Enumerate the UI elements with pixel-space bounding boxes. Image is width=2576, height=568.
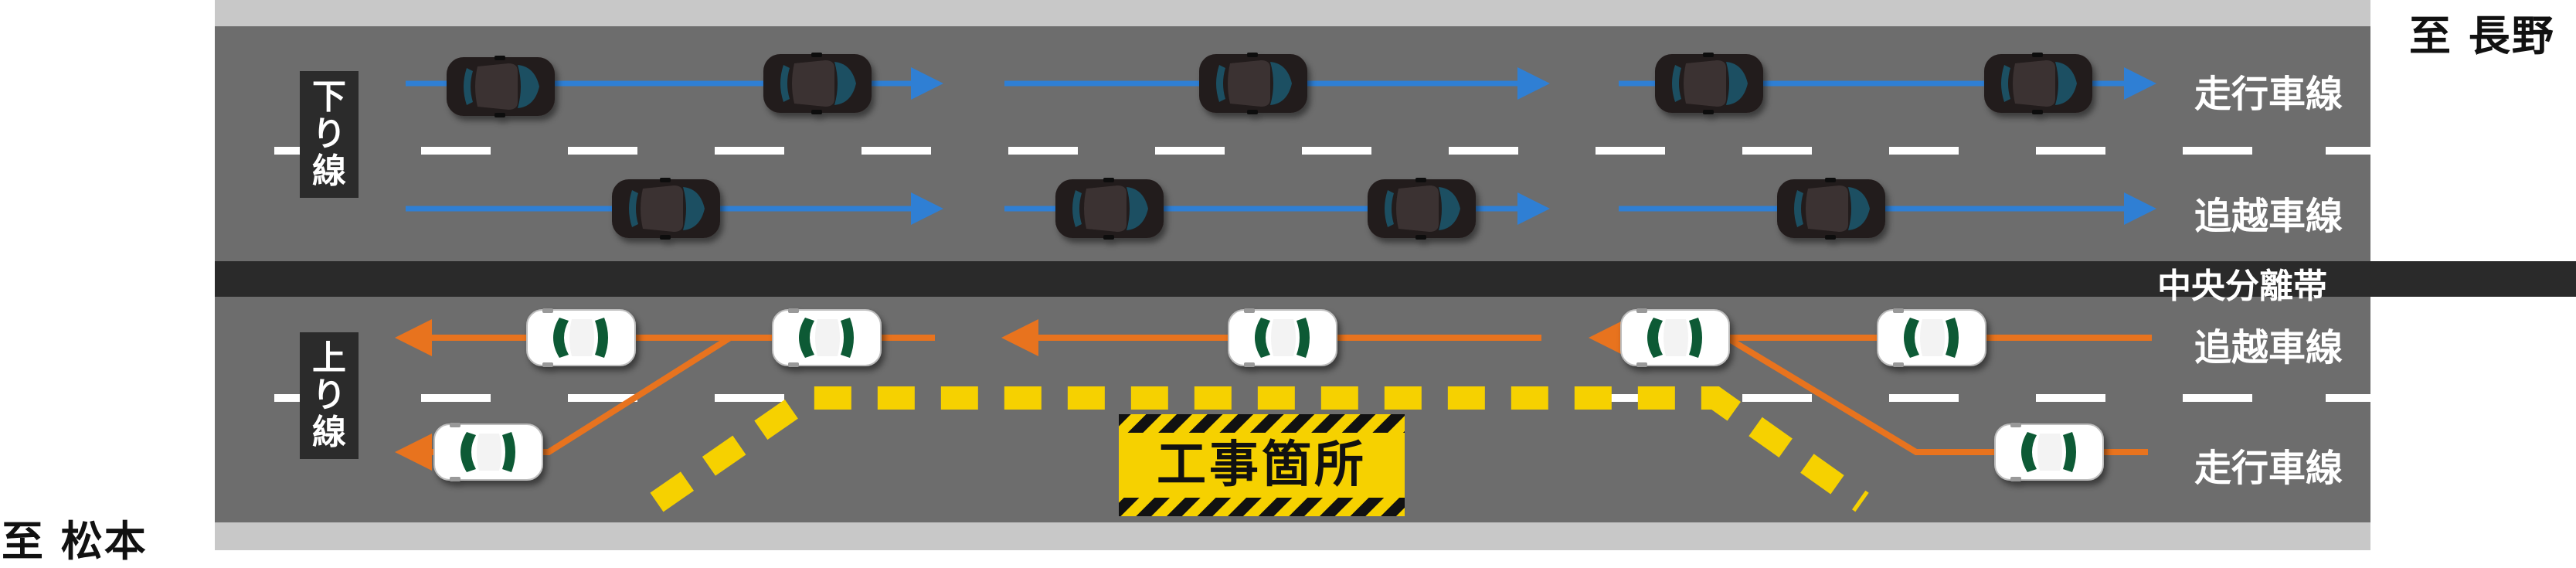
direction-label-nagano: 至 長野 [2409,12,2555,60]
dark-car-icon [447,56,555,117]
median-strip [215,261,2576,297]
lower-lane-dashes [274,394,2370,402]
down-line-char: り [312,114,346,154]
dark-car-icon [763,53,872,114]
up-line-label: 上 り 線 [300,332,359,459]
white-car-icon [526,308,636,368]
white-car-icon [1877,308,1986,368]
white-car-icon [1620,308,1730,368]
construction-sign-icon [1119,414,1405,516]
construction-label: 工事箇所 [1157,437,1367,494]
up-line-char: 線 [312,413,346,452]
up-line-char: り [312,376,346,415]
dark-car-icon [1199,53,1307,114]
white-car-icon [1994,422,2104,482]
dark-car-icon [1984,53,2092,114]
bottom-shoulder [215,522,2370,550]
down-line-char: 線 [312,151,346,191]
median-label: 中央分離帯 [2157,267,2327,306]
top-shoulder [215,0,2370,26]
dark-car-icon [612,178,720,240]
direction-label-matsumoto: 至 松本 [2,517,148,566]
up-line-char: 上 [312,338,346,378]
white-car-icon [772,308,882,368]
lane-label-up-passing: 追越車線 [2194,326,2343,369]
down-line-label: 下 り 線 [300,71,359,198]
dark-car-icon [1055,178,1164,240]
down-line-char: 下 [312,77,346,117]
lane-label-down-travel: 走行車線 [2194,73,2343,116]
lane-label-up-travel: 走行車線 [2194,447,2343,490]
dark-car-icon [1655,53,1763,114]
white-car-icon [433,422,543,482]
cone-line [650,386,1869,512]
upper-lane-dashes [274,147,2370,155]
lane-label-down-passing: 追越車線 [2194,195,2343,238]
road-svg [215,0,2576,550]
white-car-icon [1228,308,1337,368]
dark-car-icon [1777,178,1885,240]
dark-car-icon [1368,178,1476,240]
